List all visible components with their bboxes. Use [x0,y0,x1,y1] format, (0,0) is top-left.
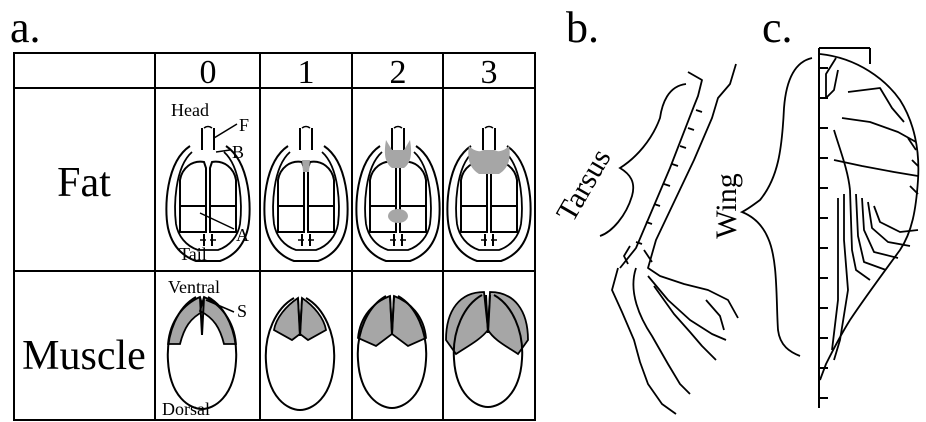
muscle-score-1-diagram [266,298,334,410]
row-label-fat: Fat [57,160,111,206]
annotation-head: Head [171,100,209,120]
wing-drawing [820,54,918,380]
annotation-a: A [236,225,249,245]
muscle-score-3-diagram [446,292,528,407]
wing-label: Wing [710,173,743,238]
annotation-f: F [239,115,249,135]
muscle-score-0-diagram [168,297,236,409]
wing-bracket [742,58,812,356]
annotation-s: S [237,301,247,321]
score-header-1: 1 [298,54,315,91]
annotation-tail: Tail [179,244,207,264]
row-label-muscle: Muscle [22,333,146,379]
score-header-0: 0 [200,54,217,91]
score-header-3: 3 [481,54,498,91]
muscle-score-2-diagram [358,296,426,408]
fat-score-2-diagram [356,127,439,262]
annotation-b: B [232,142,244,162]
fat-score-1-diagram [264,127,347,262]
annotation-ventral: Ventral [168,277,220,297]
fat-score-3-diagram [447,127,530,262]
tarsus-label: Tarsus [550,143,618,227]
annotation-dorsal: Dorsal [162,399,210,419]
score-header-2: 2 [390,54,407,91]
